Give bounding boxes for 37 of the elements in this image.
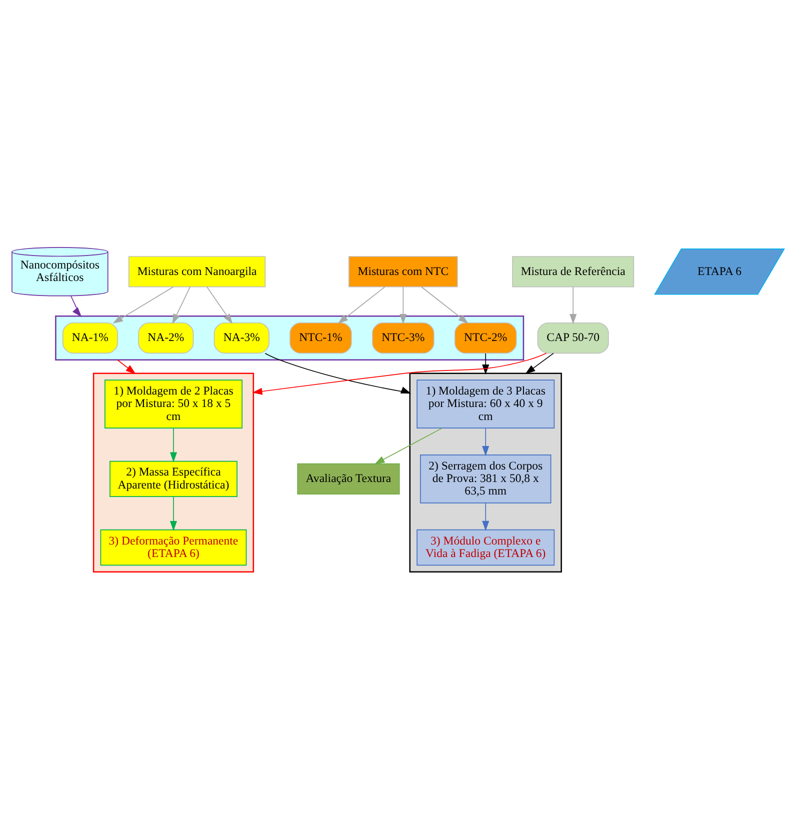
arrow	[170, 496, 178, 532]
node-box: NA-3%	[214, 322, 270, 354]
arrow	[206, 286, 232, 324]
node-box: NTC-2%	[454, 322, 517, 354]
node-box: 2) Massa Específica Aparente (Hidrostática)	[110, 460, 238, 498]
arrow	[570, 286, 577, 324]
arrow	[482, 502, 490, 531]
node-box: Misturas com Nanoargila	[128, 256, 266, 288]
arrow	[70, 295, 82, 318]
arrow	[421, 286, 468, 324]
arrow	[338, 286, 386, 324]
arrow	[172, 286, 191, 324]
arrow	[482, 428, 490, 456]
arrow	[525, 352, 554, 374]
cluster	[92, 372, 254, 573]
node-box: 2) Serragem dos Corpos de Prova: 381 x 50,8 x 63,5 mm	[420, 454, 552, 504]
arrow	[400, 286, 407, 324]
cluster	[409, 372, 562, 573]
node-box: Avaliação Textura	[297, 463, 400, 494]
node-box: Misturas com NTC	[348, 256, 458, 288]
node-box: NA-2%	[138, 322, 194, 354]
node-box: NTC-3%	[372, 322, 434, 354]
node-box: 3) Deformação Permanente (ETAPA 6)	[100, 529, 247, 566]
node-box: NA-1%	[62, 322, 118, 354]
arrow	[112, 286, 174, 324]
node-box: 1) Moldagem de 2 Placas por Mistura: 50 x 18 x 5 cm	[104, 380, 242, 428]
node-box: 3) Módulo Complexo e Vida à Fadiga (ETAPA 6)	[416, 529, 555, 566]
arrow	[252, 352, 547, 395]
arrow	[170, 428, 178, 462]
node-box: CAP 50-70	[537, 322, 609, 354]
arrow	[482, 353, 490, 375]
node-box: Mistura de Referência	[512, 256, 634, 288]
node-box: 1) Moldagem de 3 Placas por Mistura: 60 x 40 x 9 cm	[416, 380, 555, 428]
arrow	[374, 428, 443, 464]
arrow	[264, 352, 412, 394]
node-box: NTC-1%	[290, 322, 352, 354]
arrow	[117, 359, 136, 374]
